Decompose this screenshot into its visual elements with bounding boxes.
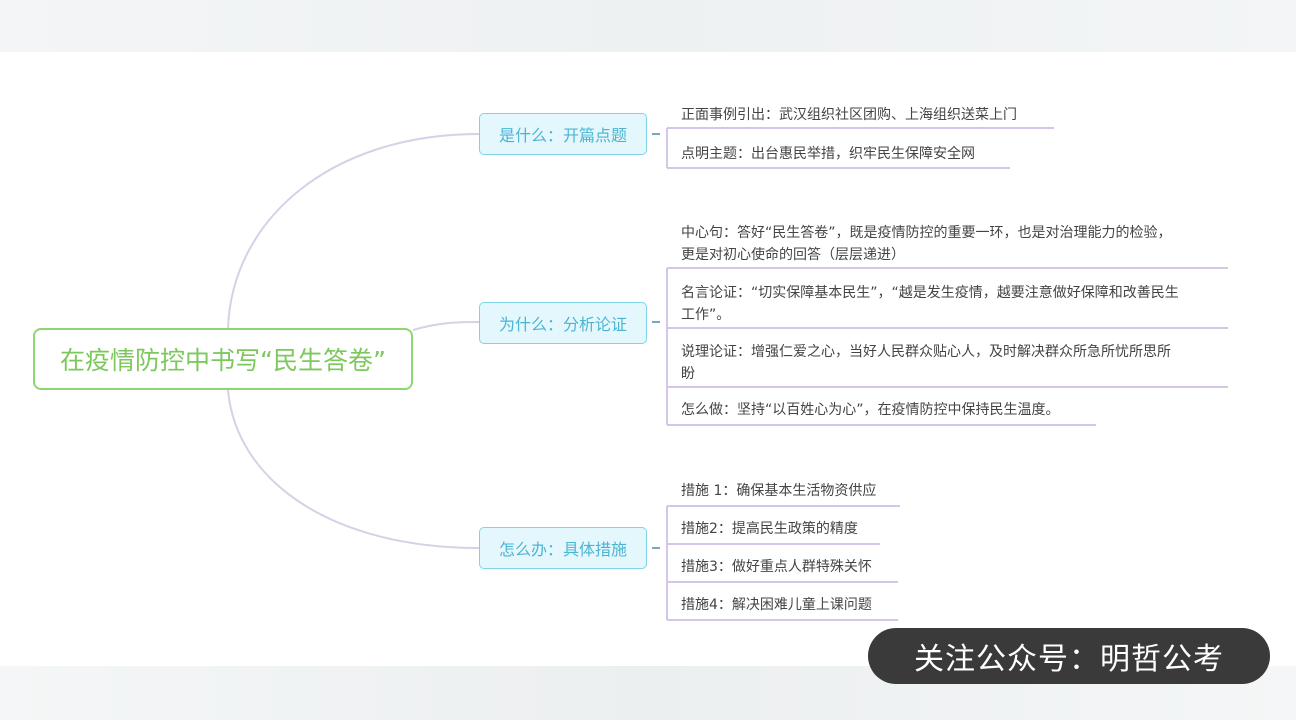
leaf-why-4[interactable]: 怎么做：坚持“以百姓心为心”，在疫情防控中保持民生温度。 (681, 402, 1060, 418)
leaf-why-1-line-1: 中心句：答好“民生答卷”，既是疫情防控的重要一环，也是对治理能力的检验， (681, 225, 1172, 241)
leaf-how-2[interactable]: 措施2：提高民生政策的精度 (681, 521, 858, 537)
connector-central-branch-2 (412, 321, 480, 331)
central-topic[interactable]: 在疫情防控中书写“民生答卷” (33, 328, 413, 390)
leaf-why-3-line-1: 说理论证：增强仁爱之心，当好人民群众贴心人，及时解决群众所急所忧所思所 (681, 344, 1171, 360)
leaf-what-2[interactable]: 点明主题：出台惠民举措，织牢民生保障安全网 (681, 146, 975, 162)
leaf-why-3-line-2: 盼 (681, 366, 695, 382)
leaf-why-2[interactable]: 名言论证：“切实保障基本民生”，“越是发生疫情，越要注意做好保障和改善民生 工作… (681, 282, 1179, 326)
connector-central-branch-3 (227, 389, 480, 549)
leaf-why-1[interactable]: 中心句：答好“民生答卷”，既是疫情防控的重要一环，也是对治理能力的检验， 更是对… (681, 222, 1172, 266)
leaf-how-1[interactable]: 措施 1：确保基本生活物资供应 (681, 483, 877, 499)
leaf-why-2-line-2: 工作”。 (681, 307, 731, 323)
leaf-why-2-line-1: 名言论证：“切实保障基本民生”，“越是发生疫情，越要注意做好保障和改善民生 (681, 285, 1179, 301)
collapse-branch-how-icon[interactable] (652, 547, 660, 549)
connector-central-branch-1 (227, 133, 480, 329)
branch-why[interactable]: 为什么：分析论证 (479, 302, 647, 344)
top-fade (0, 0, 1296, 52)
collapse-branch-why-icon[interactable] (652, 321, 660, 323)
watermark-banner: 关注公众号：明哲公考 (868, 628, 1270, 684)
leaf-how-3[interactable]: 措施3：做好重点人群特殊关怀 (681, 559, 872, 575)
leaf-why-1-line-2: 更是对初心使命的回答（层层递进） (681, 247, 905, 263)
branch-how[interactable]: 怎么办：具体措施 (479, 527, 647, 569)
collapse-branch-what-icon[interactable] (652, 133, 660, 135)
leaf-how-4[interactable]: 措施4：解决困难儿童上课问题 (681, 597, 872, 613)
leaf-why-3[interactable]: 说理论证：增强仁爱之心，当好人民群众贴心人，及时解决群众所急所忧所思所 盼 (681, 341, 1171, 385)
branch-what[interactable]: 是什么：开篇点题 (479, 113, 647, 155)
leaf-what-1[interactable]: 正面事例引出：武汉组织社区团购、上海组织送菜上门 (681, 107, 1017, 123)
